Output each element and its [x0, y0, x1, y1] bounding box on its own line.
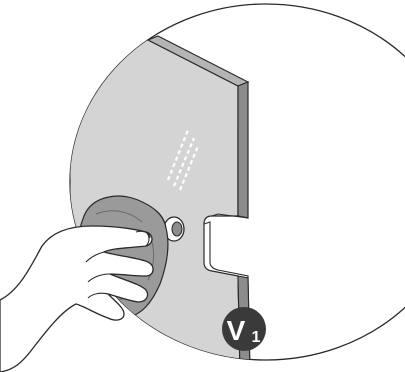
badge-letter: V	[227, 315, 246, 346]
mounting-hole-inner	[172, 222, 182, 236]
step-badge: V 1	[222, 307, 266, 351]
badge-subscript: 1	[252, 329, 261, 346]
mirror-side-edge	[238, 82, 248, 218]
hand	[0, 226, 153, 372]
